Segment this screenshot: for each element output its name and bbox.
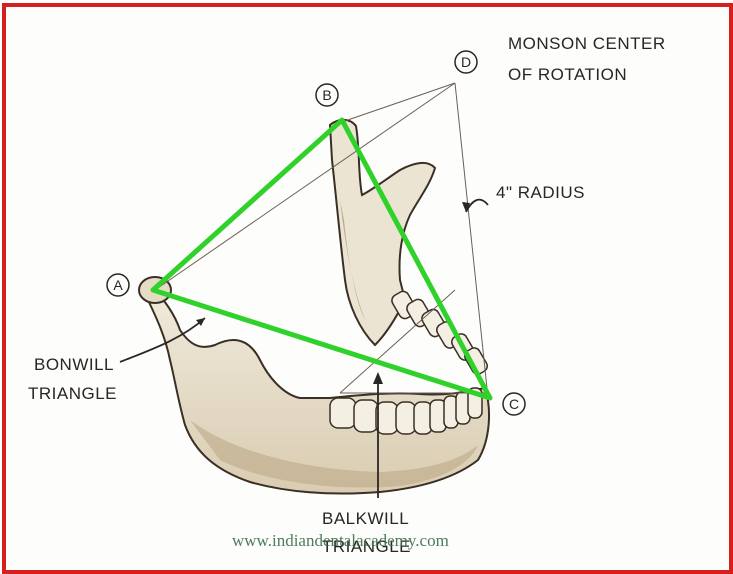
point-c-label: C <box>509 396 519 412</box>
point-d-label: D <box>461 54 471 70</box>
monson-label-line1: MONSON CENTER <box>508 34 666 53</box>
bonwill-label-line1: BONWILL <box>34 355 114 374</box>
monson-label-line2: OF ROTATION <box>508 65 627 84</box>
balkwill-label-line1: BALKWILL <box>322 509 409 528</box>
point-a-label: A <box>113 277 123 293</box>
radius-label: 4" RADIUS <box>496 183 585 202</box>
watermark: www.indiandentalacademy.com <box>232 531 449 550</box>
bonwill-label-line2: TRIANGLE <box>28 384 117 403</box>
point-b-label: B <box>322 87 331 103</box>
